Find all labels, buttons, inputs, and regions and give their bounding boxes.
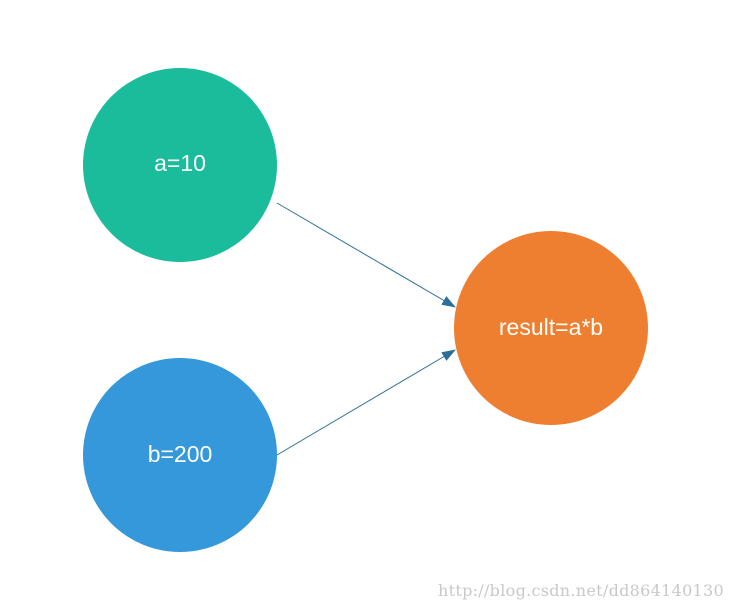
node-b: b=200 xyxy=(83,358,277,552)
watermark-text: http://blog.csdn.net/dd864140130 xyxy=(438,581,724,600)
node-a: a=10 xyxy=(83,68,277,262)
edge-b-to-result xyxy=(276,349,456,456)
node-result-circle xyxy=(454,231,648,425)
node-a-label: a=10 xyxy=(154,150,206,176)
node-result-label: result=a*b xyxy=(499,314,603,340)
edge-a-to-result xyxy=(276,202,456,308)
node-b-circle xyxy=(83,358,277,552)
node-result: result=a*b xyxy=(454,231,648,425)
node-b-label: b=200 xyxy=(148,441,213,467)
node-a-circle xyxy=(83,68,277,262)
